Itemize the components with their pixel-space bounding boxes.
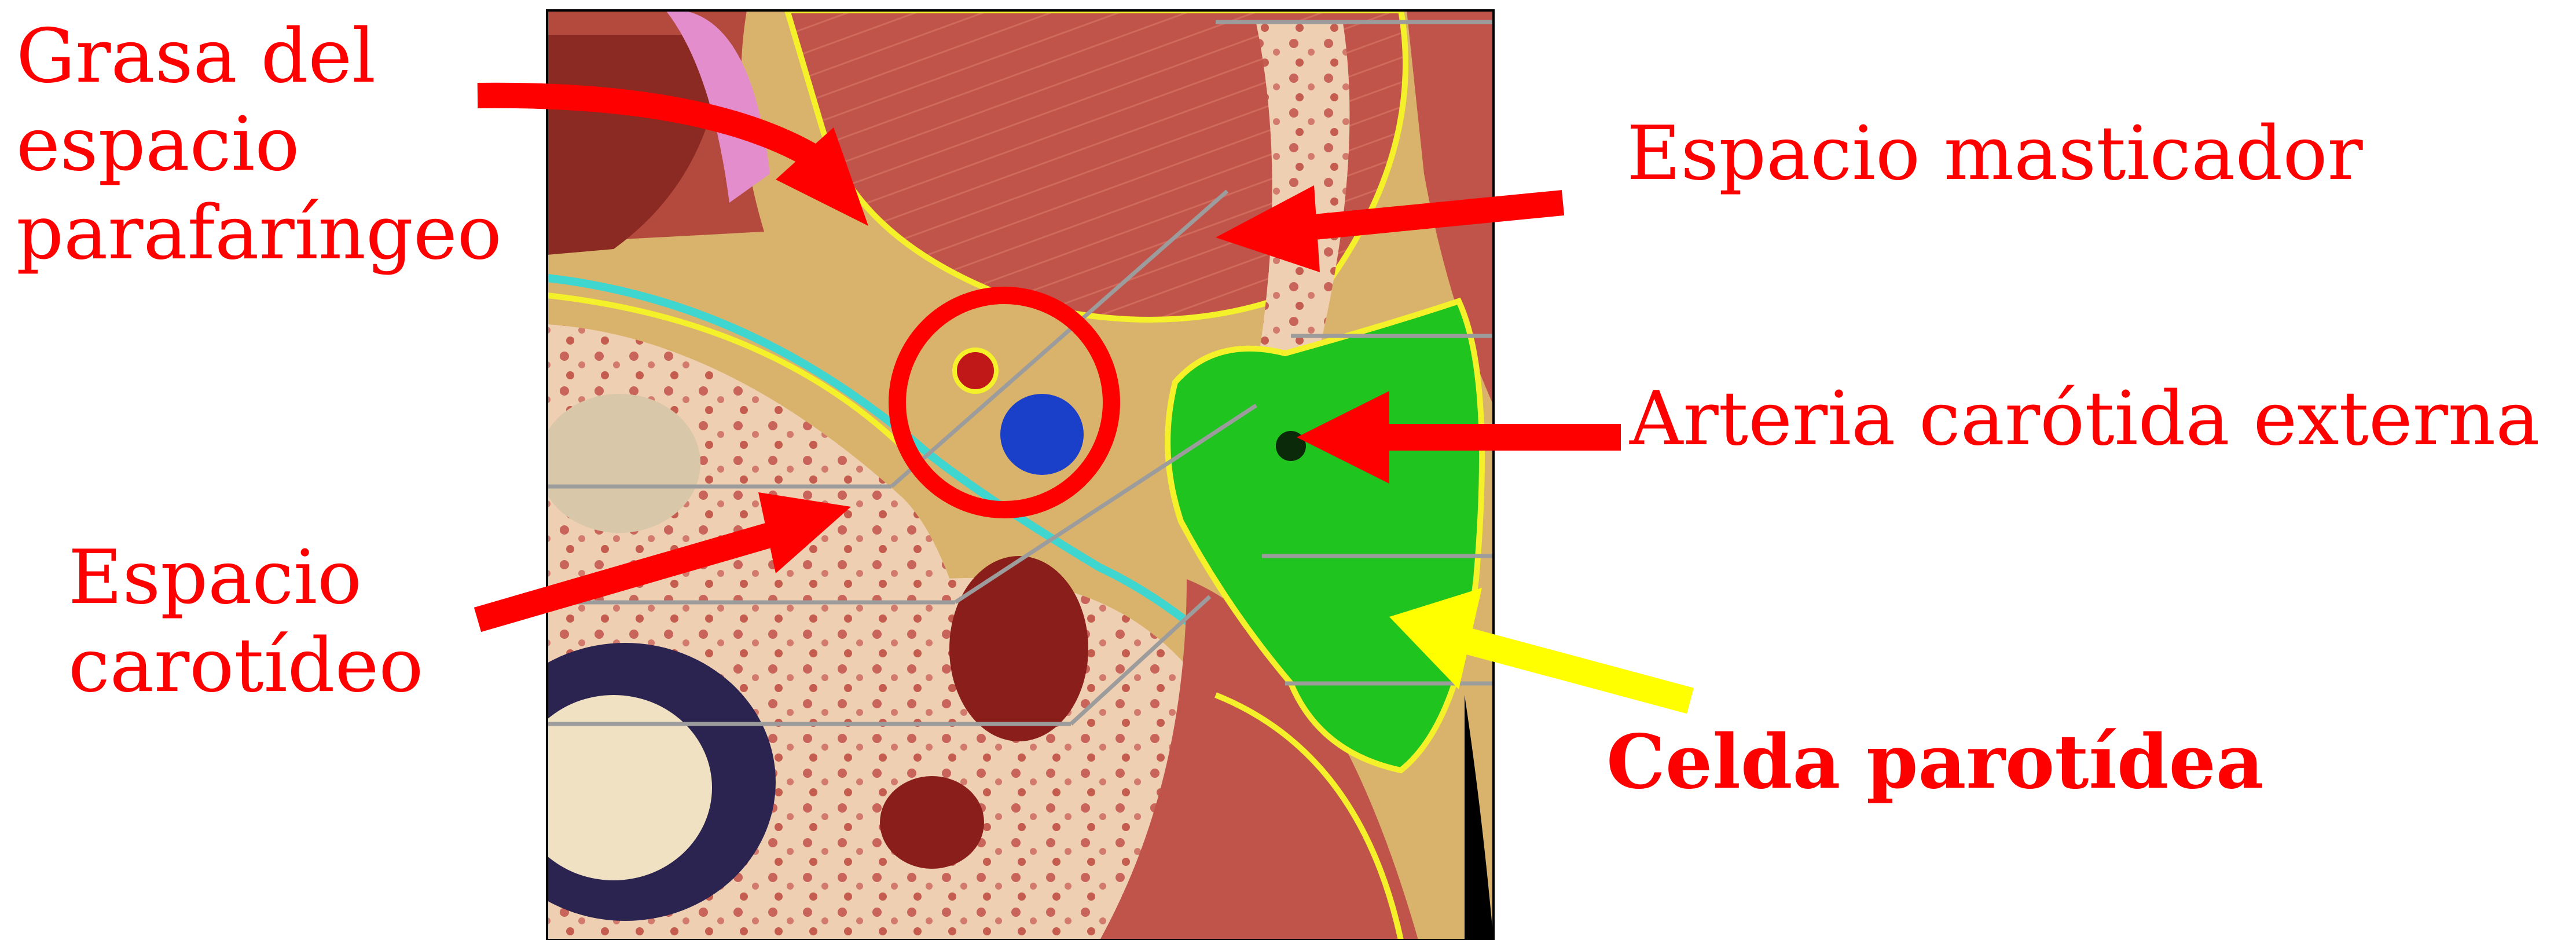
label-line: Celda parotídea bbox=[1606, 718, 2264, 806]
label-line: carotídeo bbox=[68, 622, 423, 710]
artery-red bbox=[955, 350, 996, 392]
label-line: espacio bbox=[16, 101, 502, 189]
label-espacio-masticador: Espacio masticador bbox=[1627, 110, 2363, 198]
label-line: parafaríngeo bbox=[16, 189, 502, 277]
label-line: Espacio masticador bbox=[1627, 110, 2363, 198]
vein-blue bbox=[1000, 394, 1084, 475]
label-line: Grasa del bbox=[16, 13, 502, 101]
label-grasa-espacio-parafaringeo: Grasa del espacio parafaríngeo bbox=[16, 13, 502, 277]
anatomy-image bbox=[475, 10, 1494, 940]
label-celda-parotidea: Celda parotídea bbox=[1606, 718, 2264, 806]
label-line: Arteria carótida externa bbox=[1630, 375, 2540, 463]
label-line: Espacio bbox=[68, 534, 423, 622]
label-arteria-carotida-externa: Arteria carótida externa bbox=[1630, 375, 2540, 463]
label-espacio-carotideo: Espacio carotídeo bbox=[68, 534, 423, 711]
